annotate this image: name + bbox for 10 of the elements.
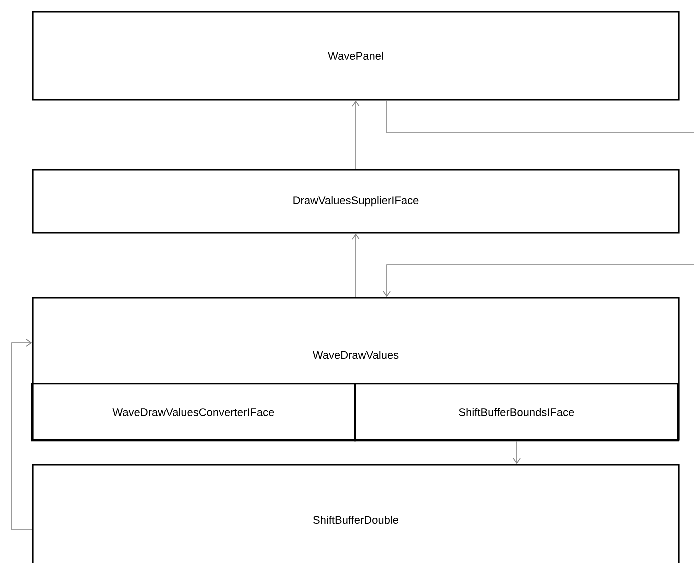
arrow <box>383 264 694 298</box>
class-box: WavePanel <box>32 11 680 101</box>
interface-cell: WaveDrawValuesConverterIFace <box>31 383 356 442</box>
class-box: DrawValuesSupplierIFace <box>32 169 680 234</box>
arrow <box>513 441 521 464</box>
arrow <box>352 234 360 298</box>
class-box: ShiftBufferDouble <box>32 464 680 563</box>
interface-cell: ShiftBufferBoundsIFace <box>354 383 679 442</box>
arrow <box>12 339 33 530</box>
arrow <box>352 100 360 170</box>
